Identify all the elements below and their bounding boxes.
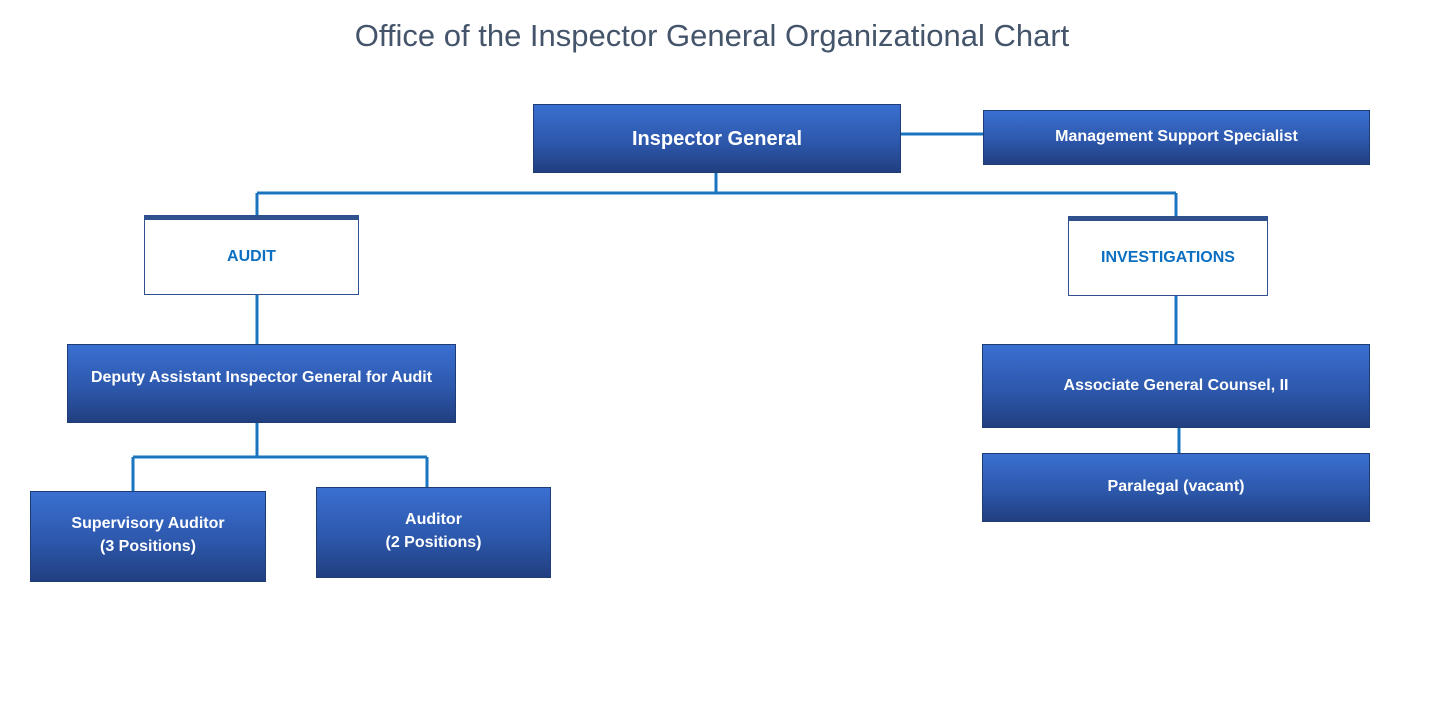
deputy-audit-box: Deputy Assistant Inspector General for A… xyxy=(67,344,456,423)
auditor-box: Auditor (2 Positions) xyxy=(316,487,551,578)
supervisory-auditor-label: Supervisory Auditor (3 Positions) xyxy=(71,515,225,555)
management-support-label: Management Support Specialist xyxy=(1055,128,1298,146)
paralegal-box: Paralegal (vacant) xyxy=(982,453,1370,522)
supervisory-auditor-box: Supervisory Auditor (3 Positions) xyxy=(30,491,266,582)
management-support-box: Management Support Specialist xyxy=(983,110,1370,165)
audit-unit-box: AUDIT xyxy=(144,215,359,295)
audit-unit-label: AUDIT xyxy=(227,247,276,265)
inspector-general-box: Inspector General xyxy=(533,104,901,173)
paralegal-label: Paralegal (vacant) xyxy=(1107,478,1245,496)
auditor-label: Auditor (2 Positions) xyxy=(385,511,482,551)
inspector-general-label: Inspector General xyxy=(631,127,803,150)
associate-counsel-label: Associate General Counsel, II xyxy=(1063,376,1289,394)
chart-title: Office of the Inspector General Organiza… xyxy=(354,18,1070,53)
deputy-audit-label: Deputy Assistant Inspector General for A… xyxy=(90,369,433,387)
investigations-unit-box: INVESTIGATIONS xyxy=(1068,216,1268,296)
investigations-unit-label: INVESTIGATIONS xyxy=(1101,248,1235,266)
associate-counsel-box: Associate General Counsel, II xyxy=(982,344,1370,428)
